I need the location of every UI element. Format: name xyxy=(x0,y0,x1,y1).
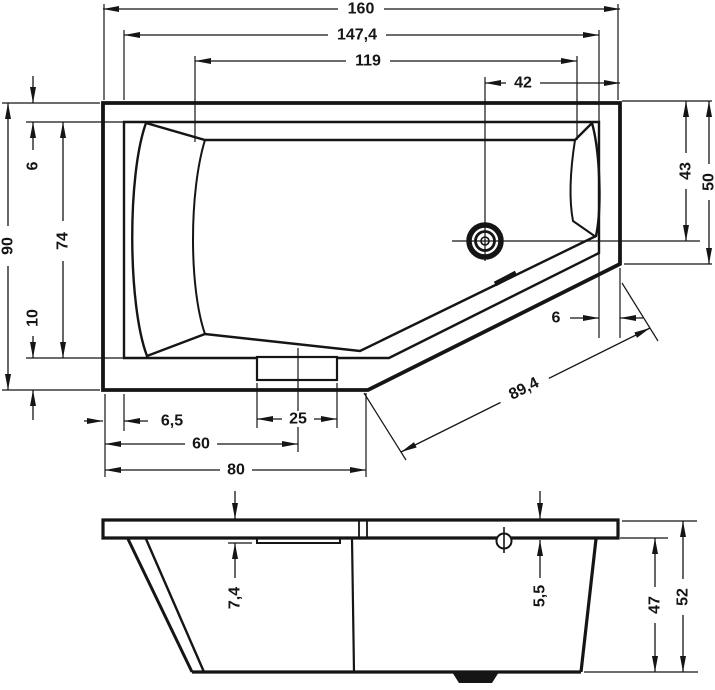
dim-label-total-height-group: 52 xyxy=(675,579,692,615)
label-gap xyxy=(675,579,691,615)
plan-tub-geometry xyxy=(101,101,622,392)
side-dimension-labels: 7,4 5,5 47 52 xyxy=(227,579,692,623)
label-gap xyxy=(328,27,386,43)
label-gap xyxy=(647,587,663,623)
side-dimension-lines xyxy=(232,491,686,672)
dim-label-rim-thickness: 5,5 xyxy=(532,585,549,607)
dim-label-top-to-drain-axis: 43 xyxy=(678,162,695,180)
basin-outline xyxy=(131,120,601,358)
dim-label-top-to-corner: 50 xyxy=(701,173,715,191)
front-corner-edge xyxy=(350,537,356,673)
label-gap xyxy=(185,436,217,452)
tub-outer-outline xyxy=(101,101,622,392)
label-gap xyxy=(220,462,252,478)
plan-dimension-lines xyxy=(5,6,712,473)
dim-label-total-height: 52 xyxy=(675,588,692,606)
dim-label-rim-to-step-group: 7,4 xyxy=(227,587,244,609)
dim-label-diagonal-rim-width: 6 xyxy=(552,310,561,327)
rim-slab-outline xyxy=(101,518,620,540)
step-recess xyxy=(255,355,339,382)
ext-line-diagonal xyxy=(363,392,407,461)
label-gap xyxy=(496,369,552,409)
label-gap xyxy=(282,411,314,427)
dim-label-step-width: 25 xyxy=(289,411,307,428)
dim-label-rim-left-width: 6,5 xyxy=(161,413,183,430)
label-gap xyxy=(701,164,715,200)
dim-label-rim-thickness-group: 5,5 xyxy=(532,585,549,607)
dim-label-step-center-offset: 60 xyxy=(192,436,210,453)
label-gap xyxy=(678,153,694,189)
plan-extension-lines xyxy=(2,4,712,477)
head-slope-outer-line xyxy=(126,538,194,673)
dim-label-diagonal-length-group: 89,4 xyxy=(496,369,552,409)
plan-view: 160 147,4 119 42 90 6 74 10 xyxy=(0,1,715,479)
label-gap xyxy=(0,226,16,266)
dim-label-total-width-group: 90 xyxy=(0,226,17,266)
plan-dimension-labels: 160 147,4 119 42 90 6 74 10 xyxy=(0,1,715,479)
dim-label-corner-group: 50 xyxy=(701,164,715,200)
label-gap xyxy=(25,300,41,336)
dim-label-rim-top-group: 6 xyxy=(25,161,42,170)
dim-label-body-height-group: 47 xyxy=(647,587,664,623)
side-drain-symbol xyxy=(495,527,513,553)
dim-label-apron-width-group: 10 xyxy=(25,300,42,336)
dim-label-rim-top-width: 6 xyxy=(25,161,42,170)
dim-label-straight-bottom-length: 80 xyxy=(227,462,245,479)
dim-label-inner-width-group: 74 xyxy=(55,221,72,261)
dim-label-rim-to-step-depth: 7,4 xyxy=(227,587,244,609)
basin-seat-inner-curve xyxy=(569,139,597,238)
dim-label-rim-inner-length: 147,4 xyxy=(337,27,377,44)
label-gap xyxy=(346,53,390,69)
waste-outlet-bump xyxy=(452,672,499,683)
dim-label-drain-axis-group: 43 xyxy=(678,153,695,189)
foot-slope-line xyxy=(579,538,598,673)
step-profile xyxy=(256,538,341,544)
dim-label-basin-length: 119 xyxy=(355,53,381,70)
ext-line-diagonal xyxy=(621,282,659,342)
dim-label-apron-width: 10 xyxy=(25,309,42,327)
dim-label-inner-width: 74 xyxy=(55,232,72,250)
label-gap xyxy=(338,1,384,17)
dim-label-total-width: 90 xyxy=(0,237,17,255)
basin-head-inner-curve xyxy=(192,139,206,335)
tub-inner-rim-outline xyxy=(122,120,601,360)
head-slope-inner-line xyxy=(144,538,206,673)
dim-label-total-length: 160 xyxy=(348,1,375,18)
side-view: 7,4 5,5 47 52 xyxy=(101,491,698,683)
dim-label-body-height: 47 xyxy=(647,596,664,614)
basin-edge-dash xyxy=(493,270,518,287)
dim-label-drain-to-right-edge: 42 xyxy=(514,75,532,92)
label-gap xyxy=(55,221,71,261)
side-tub-geometry xyxy=(101,518,620,683)
label-gap xyxy=(506,75,540,91)
